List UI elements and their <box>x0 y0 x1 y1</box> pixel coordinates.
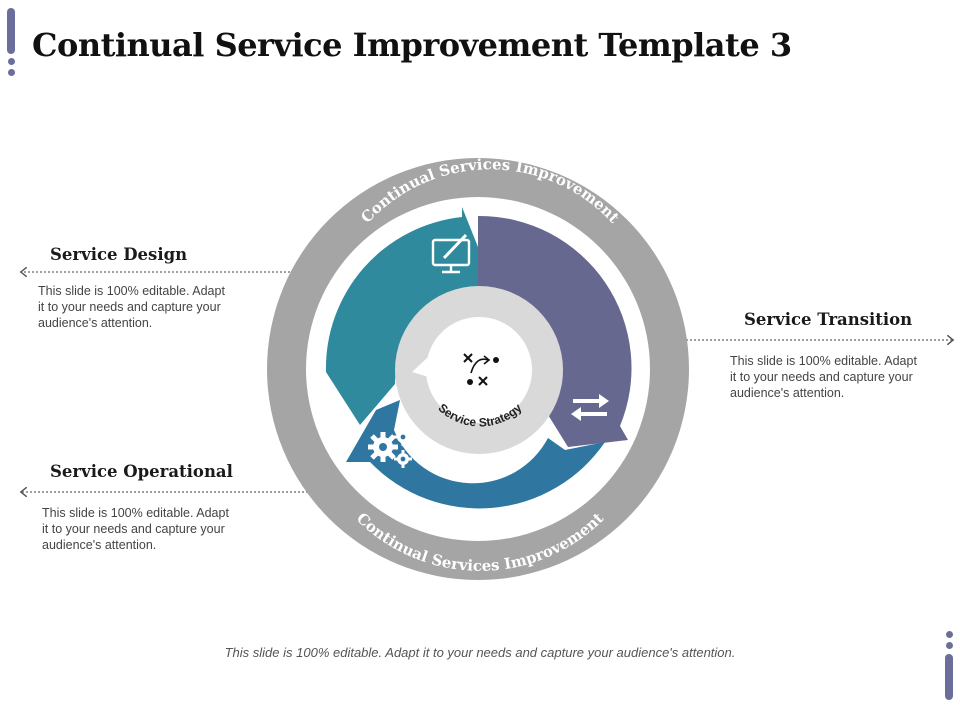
operational-desc-line: This slide is 100% editable. Adapt <box>42 506 229 520</box>
monitor-pen-icon <box>431 233 471 274</box>
transition-heading: Service Transition <box>744 310 913 329</box>
bottom-right-decoration <box>944 627 954 700</box>
footer-note: This slide is 100% editable. Adapt it to… <box>224 645 736 660</box>
transition-desc-line: This slide is 100% editable. Adapt <box>730 354 917 368</box>
operational-desc-line: audience's attention. <box>42 538 157 552</box>
design-desc-line: it to your needs and capture your <box>38 300 221 314</box>
design-desc-line: audience's attention. <box>38 316 153 330</box>
strategy-play-icon <box>463 353 499 386</box>
transition-desc-line: it to your needs and capture your <box>730 370 913 384</box>
design-description: This slide is 100% editable. Adapt it to… <box>38 283 263 331</box>
transition-arrow <box>478 215 632 447</box>
swap-arrows-icon <box>571 394 609 421</box>
operational-heading: Service Operational <box>50 462 233 481</box>
operational-desc-line: it to your needs and capture your <box>42 522 225 536</box>
design-heading: Service Design <box>50 245 188 264</box>
center-core <box>426 317 532 423</box>
transition-desc-line: audience's attention. <box>730 386 845 400</box>
operational-description: This slide is 100% editable. Adapt it to… <box>42 505 267 553</box>
operational-arrow <box>346 400 605 509</box>
design-arrow <box>325 207 488 425</box>
page-title: Continual Service Improvement Template 3 <box>32 26 792 64</box>
transition-description: This slide is 100% editable. Adapt it to… <box>730 353 955 401</box>
top-left-decoration <box>6 8 16 76</box>
center-arrow-head <box>412 346 452 384</box>
gears-icon <box>368 428 412 468</box>
design-desc-line: This slide is 100% editable. Adapt <box>38 284 225 298</box>
